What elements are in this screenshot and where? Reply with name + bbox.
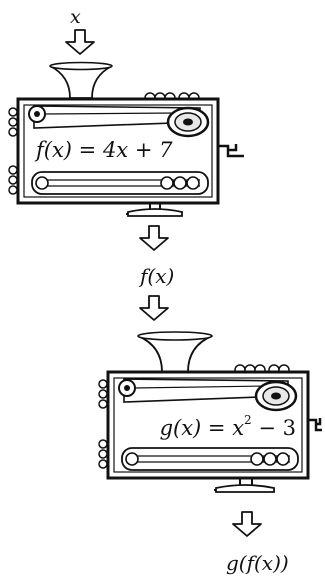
output-label: g(f(x)) xyxy=(226,551,289,575)
input-label: x xyxy=(70,6,81,28)
crank-icon xyxy=(218,144,244,158)
input-arrow-icon xyxy=(65,29,95,55)
hopper-icon xyxy=(49,65,113,99)
machine-g-equation-main: g(x) = x xyxy=(159,416,245,440)
machine-g-equation-tail: − 3 xyxy=(251,416,296,440)
hopper-icon xyxy=(137,335,213,373)
side-knobs-icon xyxy=(8,107,18,195)
machine-g xyxy=(98,331,322,493)
flywheel-icon xyxy=(254,380,298,412)
machine-f xyxy=(8,61,244,217)
side-knobs-icon xyxy=(98,379,108,469)
machine-f-equation: f(x) = 4x + 7 xyxy=(36,138,173,162)
lower-arrow-icon xyxy=(139,295,169,321)
machine-stand xyxy=(215,484,275,493)
crank-icon xyxy=(308,418,322,432)
middle-arrow-icon xyxy=(139,225,169,251)
intermediate-label: f(x) xyxy=(140,264,175,288)
machine-stand xyxy=(127,208,183,217)
machine-g-equation: g(x) = x2 − 3 xyxy=(159,414,296,440)
machine-g-equation-exponent: 2 xyxy=(244,413,252,427)
flywheel-icon xyxy=(166,106,210,138)
output-arrow-icon xyxy=(232,511,262,537)
